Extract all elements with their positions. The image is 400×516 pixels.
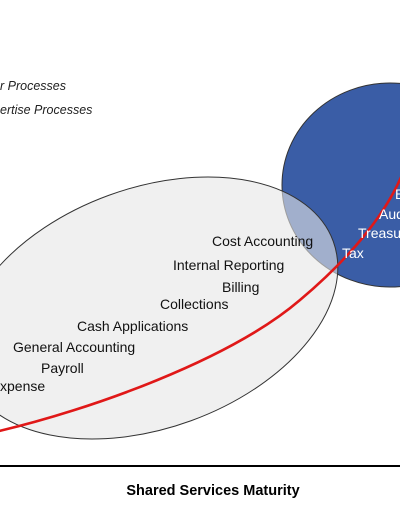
maturity-curve: [0, 176, 400, 433]
process-expense: xpense: [0, 378, 45, 394]
process-cost-accounting: Cost Accounting: [212, 233, 313, 249]
process-general-accounting: General Accounting: [13, 339, 135, 355]
process-cash-applications: Cash Applications: [77, 318, 188, 334]
legend-transaction-processes: r Processes: [0, 79, 66, 93]
process-treasury: Treasu: [358, 225, 400, 241]
process-payroll: Payroll: [41, 360, 84, 376]
process-billing: Billing: [222, 279, 259, 295]
x-axis-label: Shared Services Maturity: [126, 483, 299, 499]
legend-expertise-processes: ertise Processes: [0, 103, 92, 117]
process-internal-reporting: Internal Reporting: [173, 257, 284, 273]
process-collections: Collections: [160, 296, 228, 312]
process-expertise-b: B: [395, 186, 400, 202]
process-audit: Aud: [379, 206, 400, 222]
transactional-processes-ellipse: [0, 176, 339, 440]
process-tax: Tax: [342, 245, 364, 261]
